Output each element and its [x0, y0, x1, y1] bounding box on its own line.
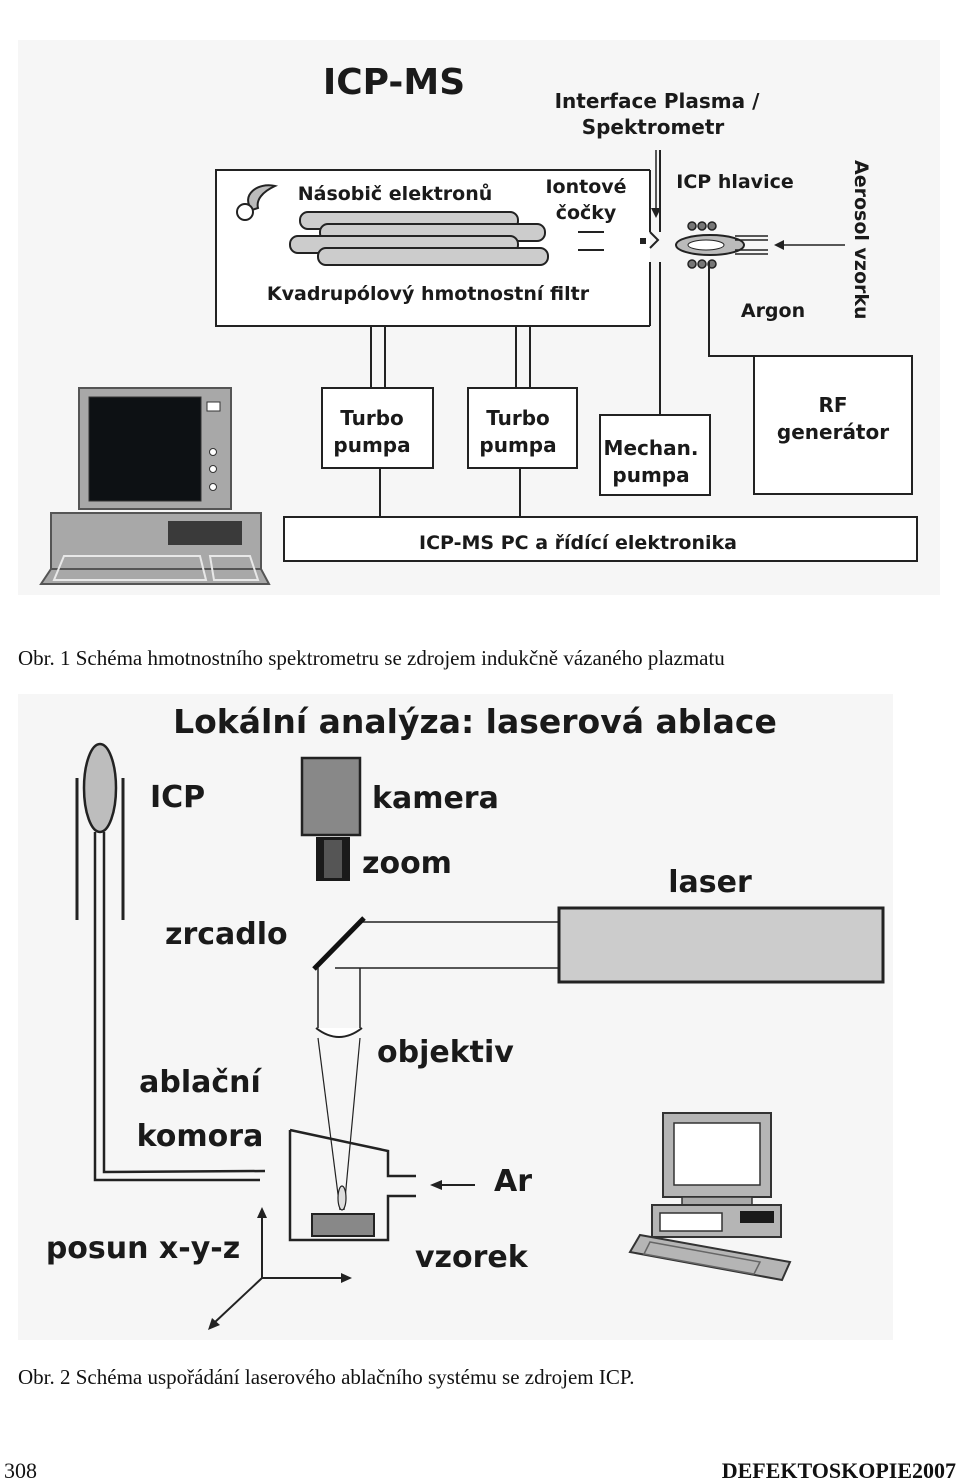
icp-ms-schematic: ICP-MS Interface Plasma / Spektrometr Ná…: [18, 40, 940, 595]
ion-lenses-label-line1: Iontové: [545, 176, 626, 198]
chamber-label-line1: ablační: [139, 1065, 262, 1100]
mechanical-pump-box: [599, 414, 711, 496]
zoom-lens-highlight: [324, 840, 342, 878]
electron-multiplier-label: Násobič elektronů: [298, 182, 493, 205]
interface-arrowhead: [651, 208, 661, 218]
pc-electronics-label: ICP-MS PC a řídící elektronika: [419, 532, 737, 554]
computer-icon: [628, 1112, 792, 1282]
figure1-caption: Obr. 1 Schéma hmotnostního spektrometru …: [18, 646, 725, 670]
icp-torch-icon: [82, 742, 118, 834]
objective-lens-icon: [315, 1027, 363, 1038]
interface-label-line2: Spektrometr: [582, 115, 725, 139]
argon-label: Ar: [494, 1164, 532, 1199]
mirror-label: zrcadlo: [165, 917, 288, 952]
focus-cone-right: [343, 1037, 361, 1211]
camera-label: kamera: [372, 781, 499, 816]
camera-icon: [300, 756, 362, 837]
interface-label-line1: Interface Plasma /: [555, 89, 760, 113]
pc-electronics-bar: [283, 516, 918, 562]
rf-generator-line1: RF: [818, 393, 847, 417]
turbo-pump-1-line2: pumpa: [333, 433, 410, 457]
transport-tube-inner: [102, 832, 266, 1174]
quadrupole-label: Kvadrupólový hmotnostní filtr: [267, 283, 590, 305]
sample-label: vzorek: [415, 1240, 529, 1275]
turbo-pump-2-line2: pumpa: [479, 433, 556, 457]
focus-cone-left: [317, 1037, 341, 1211]
icp-head-label: ICP hlavice: [676, 171, 793, 193]
turbo-pump-1-box: [321, 387, 434, 469]
connector-lines: [370, 326, 531, 517]
laser-ablation-schematic: Lokální analýza: laserová ablace ICP kam…: [18, 694, 893, 1340]
mechanical-pump-line2: pumpa: [612, 463, 689, 487]
rf-generator-line2: generátor: [777, 420, 889, 444]
quadrupole-rods: [289, 211, 549, 266]
sample-icon: [311, 1213, 375, 1237]
laser-label: laser: [668, 865, 752, 900]
turbo-pump-2-box: [467, 387, 578, 469]
figure1-title: ICP-MS: [323, 62, 465, 103]
computer-icon: [39, 387, 271, 585]
zoom-label: zoom: [362, 846, 452, 881]
quadrupole-rod-4: [317, 247, 549, 266]
argon-inlet-arrowhead: [430, 1180, 442, 1190]
electron-multiplier-detector-icon: [236, 203, 254, 221]
aerosol-label: Aerosol vzorku: [850, 160, 872, 320]
argon-label: Argon: [741, 300, 805, 322]
interface-cone: [649, 231, 660, 249]
laser-icon: [557, 906, 885, 984]
icp-torch-icon: [675, 221, 768, 269]
transport-tube-outer: [93, 832, 260, 1182]
figure2-caption: Obr. 2 Schéma uspořádání laserového abla…: [18, 1365, 635, 1389]
turbo-pump-1-line1: Turbo: [340, 406, 404, 430]
ion-lenses-label-line2: čočky: [556, 202, 617, 224]
journal-name: DEFEKTOSKOPIE2007: [721, 1458, 956, 1483]
figure2-title: Lokální analýza: laserová ablace: [173, 702, 777, 741]
ablation-plume-icon: [337, 1185, 347, 1211]
mechanical-pump-line1: Mechan.: [604, 436, 699, 460]
objective-label: objektiv: [377, 1035, 514, 1070]
interface-orifice: [640, 238, 646, 244]
mirror-icon: [312, 916, 366, 971]
aerosol-arrowhead: [774, 240, 784, 250]
xyz-shift-label: posun x-y-z: [46, 1231, 240, 1266]
ablation-chamber-icon: [288, 1128, 416, 1242]
electron-multiplier-icon: [247, 184, 279, 212]
icp-label: ICP: [150, 780, 205, 815]
xyz-axes-icon: [208, 1207, 352, 1330]
chamber-label-line2: komora: [137, 1119, 264, 1154]
turbo-pump-2-line1: Turbo: [486, 406, 550, 430]
rf-generator-box: [753, 355, 913, 495]
page-number: 308: [4, 1458, 37, 1483]
